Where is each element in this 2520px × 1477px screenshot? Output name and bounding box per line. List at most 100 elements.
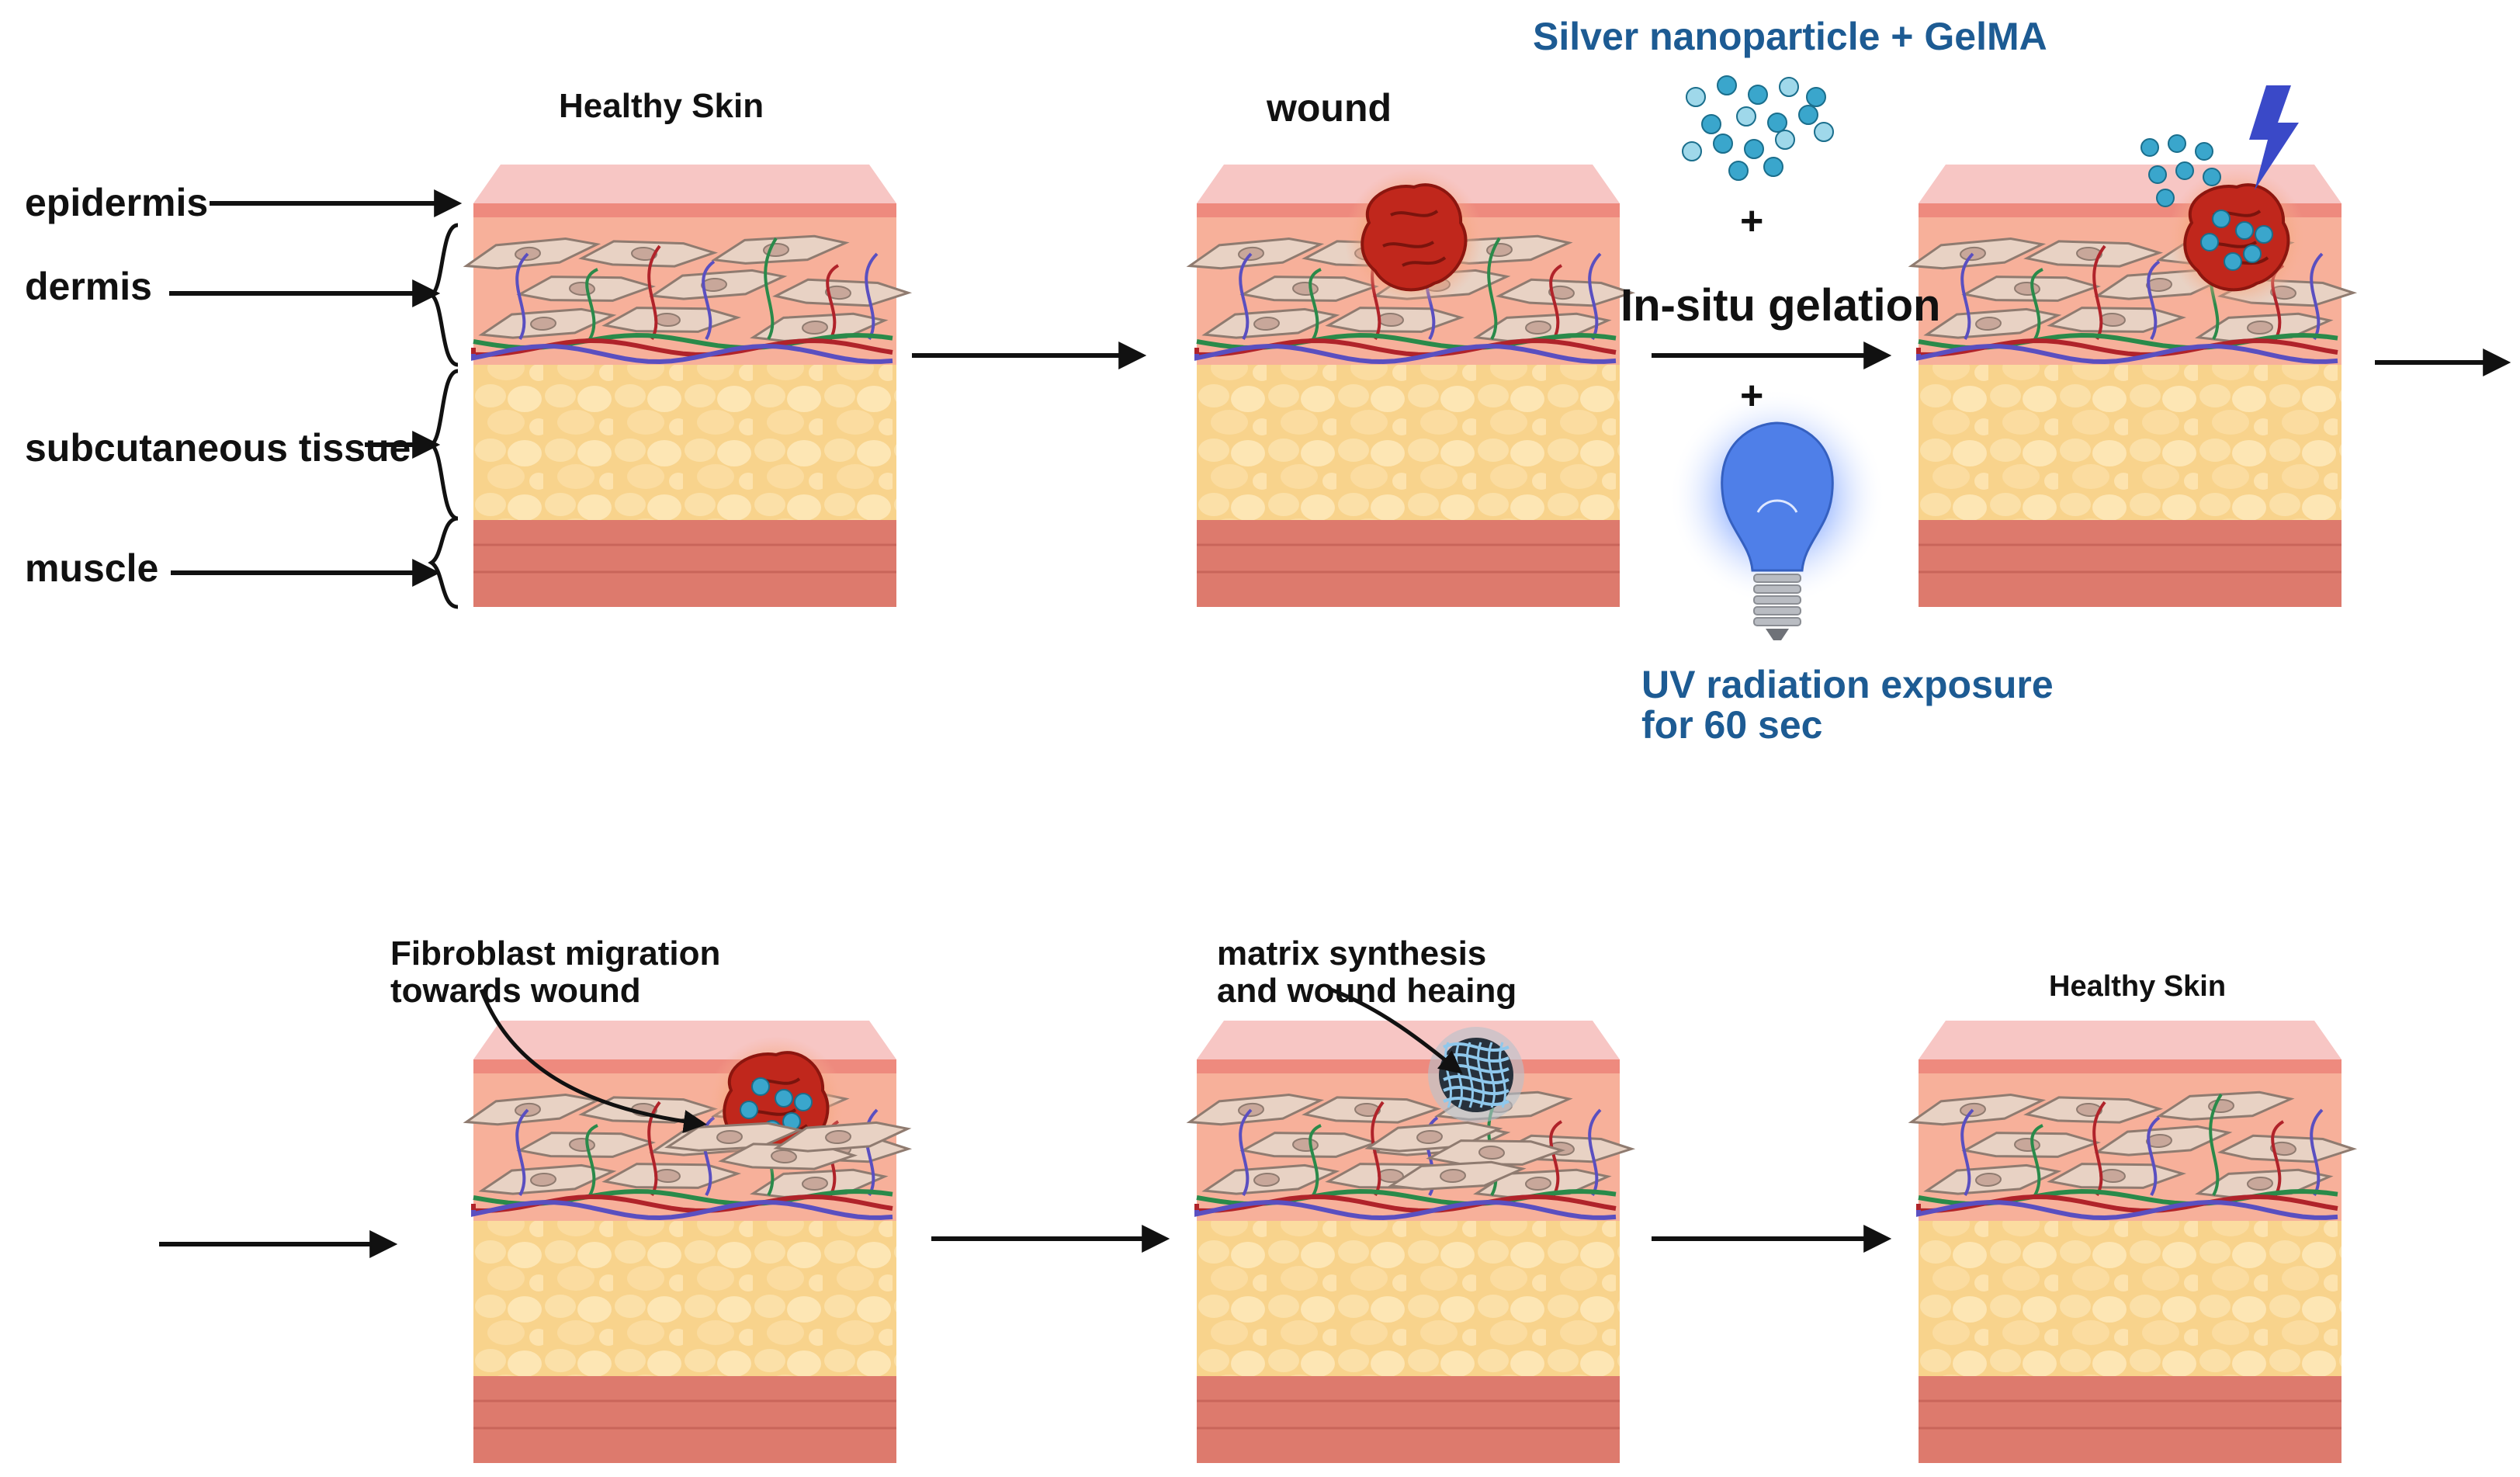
muscle-layer — [473, 520, 896, 607]
nanoparticle — [1744, 139, 1764, 159]
fibroblast-label-line2: towards wound — [390, 972, 641, 1010]
skin-block-fibroblast-migration — [463, 1021, 913, 1463]
fibroblast-label-line1: Fibroblast migration — [390, 934, 721, 973]
fibroblast-cell — [1201, 307, 1340, 339]
fibroblast-cell — [1201, 1163, 1340, 1195]
fat-layer — [473, 365, 896, 520]
nanoparticle — [1682, 141, 1702, 161]
fibroblast-cell — [478, 1163, 617, 1195]
matrix-label-line2: and wound heaing — [1217, 972, 1517, 1010]
dermis-brace — [428, 223, 459, 367]
uv-exposure-label-line2: for 60 sec — [1641, 703, 1823, 747]
nanoparticle — [2148, 165, 2167, 184]
muscle-layer — [1197, 520, 1620, 607]
silver-nanoparticle-cluster — [1682, 75, 1834, 181]
skin-block-matrix-synthesis — [1186, 1021, 1636, 1463]
fibroblast-cell — [1364, 1121, 1503, 1153]
in-situ-gelation-label: In-situ gelation — [1620, 280, 1941, 331]
fibroblast-cell — [1496, 278, 1636, 307]
nanoparticle — [1728, 161, 1749, 181]
nanoparticle — [1763, 157, 1783, 177]
muscle-label: muscle — [25, 546, 159, 590]
skin-block-wound — [1186, 165, 1636, 607]
fibroblast-cell — [601, 1163, 742, 1189]
nanoparticle — [775, 1089, 793, 1108]
matrix-label-line1: matrix synthesis — [1217, 934, 1487, 973]
nanoparticle — [1798, 105, 1818, 125]
subcutaneous-tissue-label: subcutaneous tissue — [25, 426, 411, 470]
fibroblast-cell — [2023, 1096, 2164, 1124]
muscle-layer — [473, 1376, 896, 1463]
nanoparticle — [2175, 161, 2194, 180]
nanoparticle — [1701, 114, 1721, 134]
nanoparticle — [2243, 244, 2262, 263]
matrix-scaffold — [1428, 1027, 1524, 1123]
fibroblast-cell — [1325, 307, 1465, 333]
healthy-skin-title-top: Healthy Skin — [559, 87, 764, 125]
nanoparticle — [2156, 189, 2175, 207]
fibroblast-pointer-arrow — [479, 989, 707, 1133]
fibroblast-cell — [2023, 240, 2164, 268]
nanoparticle — [751, 1077, 770, 1096]
muscle-layer — [1919, 520, 2341, 607]
nanoparticle — [1779, 77, 1799, 97]
nanoparticle — [2224, 252, 2242, 271]
uv-lightning-icon — [2249, 85, 2299, 190]
fibroblast-cell — [649, 269, 788, 300]
nanoparticle — [1713, 133, 1733, 154]
nanoparticle — [2212, 210, 2231, 228]
fibroblast-cell — [2217, 1134, 2358, 1163]
uv-bulb-icon — [1669, 388, 1886, 640]
nanoparticle — [1686, 87, 1706, 107]
muscle-brace — [428, 516, 459, 609]
fat-layer — [1197, 365, 1620, 520]
nanoparticle — [794, 1093, 813, 1111]
fat-layer — [473, 1221, 896, 1376]
subcutaneous-brace — [428, 369, 459, 521]
plus-sign-2: + — [1740, 373, 1764, 418]
nanoparticle — [1775, 130, 1795, 150]
wound — [1344, 168, 1484, 308]
fibroblast-cell — [478, 307, 617, 339]
fibroblast-cell — [463, 237, 601, 270]
fibroblast-cell — [711, 234, 850, 265]
nanoparticle — [1814, 122, 1834, 142]
fibroblast-cell — [1923, 307, 2062, 339]
nanoparticle — [2195, 142, 2213, 161]
fibroblast-cell — [1923, 1163, 2062, 1195]
epidermis-label: epidermis — [25, 181, 209, 224]
fibroblast-cell — [601, 307, 742, 333]
fat-layer — [1919, 365, 2341, 520]
fibroblast-cell — [773, 1121, 912, 1153]
nanoparticle — [2200, 233, 2219, 251]
silver-gelma-label: Silver nanoparticle + GelMA — [1533, 15, 2047, 58]
matrix-pointer-arrow — [1330, 987, 1463, 1074]
nanoparticle — [2203, 168, 2221, 186]
muscle-layer — [1197, 1376, 1620, 1463]
dermis-label: dermis — [25, 265, 152, 308]
nanoparticle — [2235, 221, 2254, 240]
skin-block-healthy-skin — [463, 165, 913, 607]
skin-block-healed-skin — [1908, 1021, 2358, 1463]
nanoparticle — [740, 1101, 758, 1119]
skin-block-gelation — [1908, 165, 2358, 607]
nanoparticle — [1748, 85, 1768, 105]
wound — [2167, 168, 2307, 308]
nanoparticle — [1717, 75, 1737, 95]
nanoparticle — [1767, 113, 1787, 133]
fat-layer — [1197, 1221, 1620, 1376]
plus-sign-1: + — [1740, 199, 1764, 244]
fibroblast-cell — [1388, 1160, 1527, 1191]
fibroblast-cell — [578, 240, 719, 268]
nanoparticle — [2255, 225, 2273, 244]
uv-exposure-label-line1: UV radiation exposure — [1641, 663, 2054, 706]
nanoparticle — [1736, 106, 1756, 127]
muscle-layer — [1919, 1376, 2341, 1463]
healthy-skin-title-bottom: Healthy Skin — [2049, 970, 2227, 1003]
nanoparticle — [2140, 138, 2159, 157]
wound-title: wound — [1267, 86, 1392, 130]
flow-arrows — [159, 189, 2511, 1258]
fibroblast-cell — [2047, 1163, 2187, 1189]
fibroblast-cell — [2094, 1125, 2233, 1156]
fibroblast-cell — [1302, 1096, 1442, 1124]
